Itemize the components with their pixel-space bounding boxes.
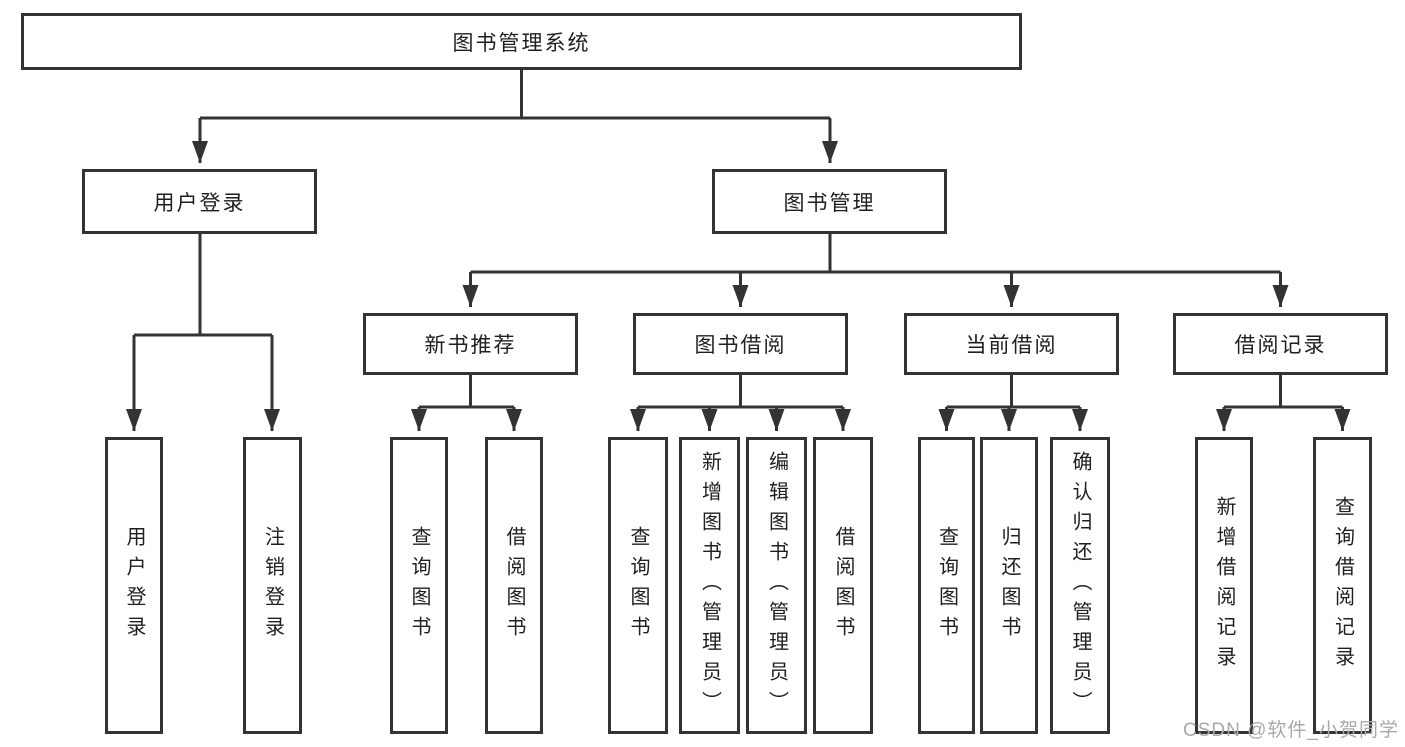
node-root-label: 图书管理系统	[452, 31, 591, 55]
leaf-add-borrow-record-label: 新增借阅记录	[1213, 495, 1235, 676]
node-borrow-records: 借阅记录	[1173, 313, 1388, 375]
csdn-watermark: CSDN @软件_小贺同学	[1183, 720, 1399, 741]
leaf-logout: 注销登录	[243, 437, 302, 734]
connector-bookmgmt-to-level3	[462, 234, 1289, 307]
node-book-management-label: 图书管理	[783, 191, 876, 215]
leaf-borrow-books: 借阅图书	[813, 437, 873, 734]
leaf-borrow-books-label: 借阅图书	[832, 525, 854, 646]
node-book-borrow: 图书借阅	[633, 313, 848, 375]
leaf-add-book-admin: 新增图书（管理员）	[679, 437, 740, 734]
leaf-add-borrow-record: 新增借阅记录	[1195, 437, 1253, 734]
node-book-borrow-label: 图书借阅	[694, 334, 787, 357]
connector-root-to-level2	[192, 70, 838, 163]
node-book-management: 图书管理	[712, 169, 947, 234]
leaf-query-books-current: 查询图书	[918, 437, 975, 734]
leaf-user-login: 用户登录	[105, 437, 163, 734]
leaf-query-books-recommend-label: 查询图书	[408, 525, 430, 646]
connector-borrowrecords-to-leaves	[1216, 375, 1351, 431]
node-current-borrow-label: 当前借阅	[965, 334, 1058, 357]
leaf-query-borrow-record: 查询借阅记录	[1313, 437, 1372, 734]
leaf-query-borrow-record-label: 查询借阅记录	[1331, 495, 1354, 676]
connector-userlogin-to-leaves	[126, 234, 280, 431]
connector-currentborrow-to-leaves	[938, 375, 1088, 431]
connector-bookborrow-to-leaves	[630, 375, 851, 431]
leaf-query-books-borrow-label: 查询图书	[627, 525, 649, 646]
leaf-add-book-admin-label: 新增图书（管理员）	[698, 450, 721, 721]
leaf-borrow-books-recommend: 借阅图书	[485, 437, 543, 734]
node-user-login: 用户登录	[82, 169, 317, 234]
leaf-logout-label: 注销登录	[261, 525, 284, 646]
leaf-user-login-label: 用户登录	[123, 525, 145, 646]
node-user-login-label: 用户登录	[153, 191, 246, 215]
node-current-borrow: 当前借阅	[904, 313, 1119, 375]
leaf-return-book-label: 归还图书	[998, 525, 1020, 646]
connector-newbooks-to-leaves	[411, 375, 522, 431]
node-new-book-recommend-label: 新书推荐	[424, 334, 517, 357]
leaf-edit-book-admin: 编辑图书（管理员）	[746, 437, 807, 734]
leaf-confirm-return-admin-label: 确认归还（管理员）	[1069, 450, 1091, 721]
node-new-book-recommend: 新书推荐	[363, 313, 578, 375]
leaf-query-books-recommend: 查询图书	[390, 437, 448, 734]
leaf-borrow-books-recommend-label: 借阅图书	[503, 525, 525, 646]
node-root-system: 图书管理系统	[21, 13, 1022, 70]
node-borrow-records-label: 借阅记录	[1234, 334, 1327, 357]
leaf-return-book: 归还图书	[980, 437, 1038, 734]
leaf-confirm-return-admin: 确认归还（管理员）	[1050, 437, 1110, 734]
leaf-query-books-current-label: 查询图书	[935, 525, 958, 646]
leaf-edit-book-admin-label: 编辑图书（管理员）	[765, 450, 788, 721]
leaf-query-books-borrow: 查询图书	[608, 437, 668, 734]
